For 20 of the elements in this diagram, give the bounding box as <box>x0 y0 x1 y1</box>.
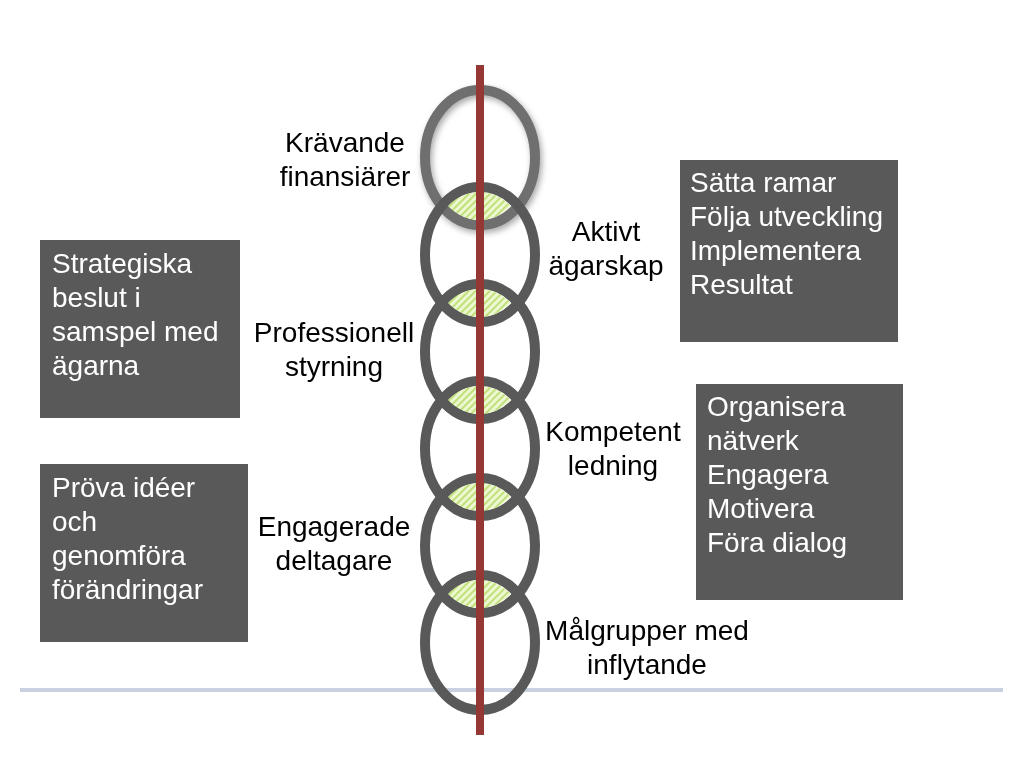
list-item: Implementera <box>690 234 863 268</box>
ring-label: Krävande finansiärer <box>278 126 412 194</box>
statement-text: Strategiska beslut i samspel med ägarna <box>52 247 220 383</box>
ring-label: Målgrupper med inflytande <box>544 614 750 682</box>
list-item: Organisera nätverk <box>707 390 847 458</box>
statement-text: Pröva idéer och genomföra förändringar <box>52 471 204 607</box>
list-item: Engagera <box>707 458 830 492</box>
text-panel <box>696 384 903 600</box>
text-panel <box>40 464 248 642</box>
ring-label: Professionell styrning <box>252 316 416 384</box>
text-panel <box>40 240 240 418</box>
list-item: Sätta ramar <box>690 166 838 200</box>
list-item: Resultat <box>690 268 794 302</box>
text-panel <box>680 160 898 342</box>
ring-label: Kompetent ledning <box>544 415 682 483</box>
list-item: Följa utveckling <box>690 200 884 234</box>
ring-label: Engagerade deltagare <box>256 510 412 578</box>
list-item: Föra dialog <box>707 526 849 560</box>
list-item: Motivera <box>707 492 816 526</box>
ring-label: Aktivt ägarskap <box>547 215 665 283</box>
